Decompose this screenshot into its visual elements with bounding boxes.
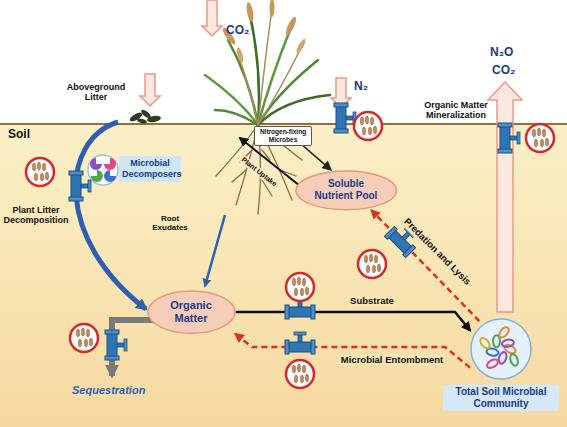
litter-leaves xyxy=(137,118,148,124)
flow-valves xyxy=(26,158,54,186)
decomposition-flow xyxy=(205,215,225,286)
microbe-box: Nitrogen-fixing Microbes xyxy=(254,126,312,146)
process-label: Organic Matter Mineralization xyxy=(418,100,494,121)
grass-plant xyxy=(240,60,258,125)
node-label: Soluble Nutrient Pool xyxy=(311,178,381,202)
input-arrows xyxy=(140,74,160,106)
flow-label: Microbial Entombment xyxy=(339,355,445,366)
flow-arrow xyxy=(236,334,471,368)
flow-label: Predation and Lysis xyxy=(400,215,474,289)
grass-plant xyxy=(295,38,307,54)
grass-plant xyxy=(205,0,330,125)
grass-plant xyxy=(245,2,254,23)
grass-plant xyxy=(205,75,258,125)
microbial-community: Total Soil Microbial Community xyxy=(470,318,532,380)
decomposer-icon xyxy=(88,155,118,185)
flow-valves xyxy=(105,330,127,360)
flow-valves xyxy=(69,171,91,201)
grass-plant xyxy=(284,16,298,37)
community-label: Total Soil Microbial Community xyxy=(443,385,559,411)
process-label: Plant Uptake xyxy=(238,155,280,190)
pool-ellipse xyxy=(148,291,235,333)
node-label: Organic Matter xyxy=(161,299,221,325)
decomposer-icon xyxy=(104,170,116,182)
microbe-cell xyxy=(509,353,520,367)
grass-plant xyxy=(258,60,318,125)
decomposition-flow xyxy=(76,122,146,309)
grass-plant xyxy=(270,0,275,17)
pool-ellipse xyxy=(296,171,397,210)
flow-arrow xyxy=(303,146,330,170)
litter-leaves xyxy=(147,115,162,123)
microbe-cell xyxy=(497,325,510,339)
edge-valves xyxy=(285,332,315,354)
input-arrows xyxy=(140,0,522,312)
node-label: Microbial Decomposers xyxy=(122,158,178,180)
process-label: Root Exudates xyxy=(145,214,195,232)
decomposer-icon xyxy=(91,170,103,182)
node-label: Nitrogen-fixing Microbes xyxy=(257,128,309,144)
nutrient-pool: Soluble Nutrient Pool xyxy=(295,170,398,211)
sky-and-soil xyxy=(0,124,567,427)
zone-label: Soil xyxy=(8,128,30,142)
gas-label: N₂O xyxy=(490,46,513,60)
grass-plant xyxy=(258,95,330,125)
edge-valves xyxy=(286,360,314,388)
organic-matter-pool: Organic Matter xyxy=(147,290,236,334)
edge-valves xyxy=(358,250,386,278)
grass-plant xyxy=(221,0,307,63)
edge-valves xyxy=(286,273,314,301)
decomposer-box: Microbial Decomposers xyxy=(119,156,181,182)
decomposer-icon xyxy=(88,155,118,185)
process-label: Plant Litter Decomposition xyxy=(3,205,69,226)
sky-and-soil xyxy=(0,0,567,124)
flow-valves xyxy=(354,112,382,140)
grass-plant xyxy=(236,47,245,64)
gas-label: CO₂ xyxy=(226,24,249,38)
flow-arrow xyxy=(236,312,471,330)
grass-plant xyxy=(215,110,258,125)
grass-plant xyxy=(258,50,300,125)
flow-label: Substrate xyxy=(348,296,396,307)
flow-valves xyxy=(334,103,356,133)
flow-valves xyxy=(526,124,554,152)
grass-plant xyxy=(258,8,272,125)
gas-label: CO₂ xyxy=(492,64,515,78)
decomposition-flow xyxy=(112,320,156,376)
decomposer-icon xyxy=(104,158,116,170)
microbe-cell xyxy=(486,358,500,370)
community-circle xyxy=(471,319,531,379)
microbe-cell xyxy=(501,339,514,348)
flow-valves xyxy=(498,123,520,153)
input-arrows xyxy=(202,0,222,36)
flow-valves xyxy=(26,103,554,360)
gas-label: N₂ xyxy=(354,80,368,94)
input-arrows xyxy=(488,82,522,312)
flow-valves xyxy=(70,324,98,352)
process-label: Sequestration xyxy=(72,384,145,397)
microbe-cell xyxy=(478,336,491,350)
sky-and-soil xyxy=(0,123,567,125)
input-label: Aboveground Litter xyxy=(56,82,136,103)
litter-leaves xyxy=(128,108,161,124)
decomposer-icon xyxy=(90,158,102,170)
community-circle xyxy=(470,318,532,380)
decomposition-flow xyxy=(76,122,300,376)
